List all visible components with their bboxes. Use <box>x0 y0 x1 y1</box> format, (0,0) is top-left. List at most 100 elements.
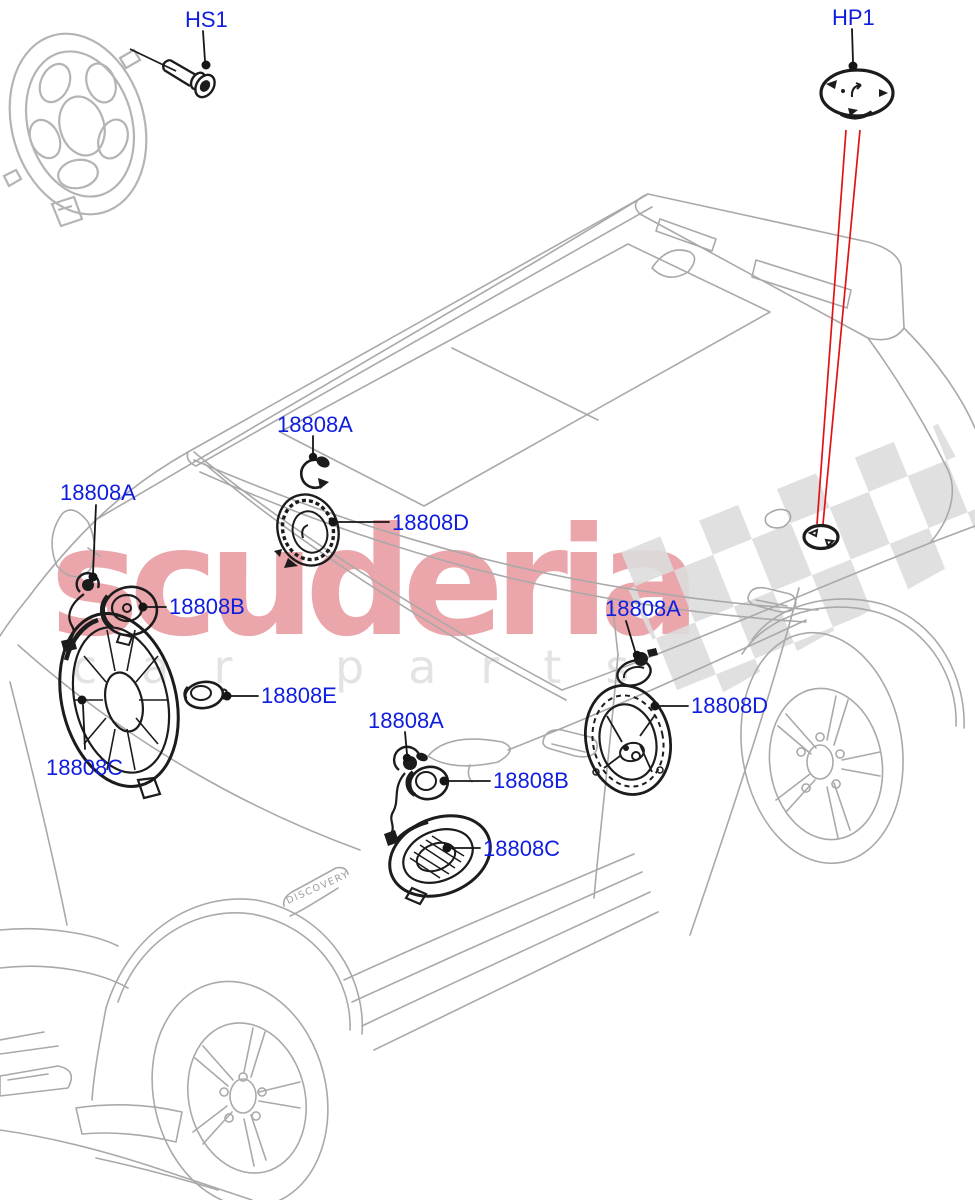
headlight <box>0 1065 73 1097</box>
a-right-inner-arc <box>622 666 645 679</box>
subwoofer-spoke-5 <box>85 62 117 104</box>
leader-dot <box>439 776 449 786</box>
b-mid-inner <box>415 771 437 791</box>
hp1-speaker-clips <box>826 80 888 116</box>
subwoofer-spoke-1 <box>97 118 129 160</box>
leader-dot <box>308 452 318 462</box>
front-wheel-spokes <box>192 1027 301 1167</box>
leader-line <box>82 704 86 750</box>
callout-18808a-top: 18808A <box>277 412 353 462</box>
rear-tire <box>740 631 904 865</box>
a-right-clip <box>647 648 658 657</box>
a-mid-clip <box>416 752 428 762</box>
hp1-speaker-part <box>819 68 895 120</box>
d-right-hub <box>619 741 645 763</box>
front-arch-front-edge <box>91 1007 107 1101</box>
callout-18808c-left: 18808C <box>46 695 123 780</box>
subwoofer-part <box>2 32 148 228</box>
callout-18808c-mid: 18808C <box>442 836 560 861</box>
leader-dot <box>650 701 660 711</box>
callout-label-18808c-mid[interactable]: 18808C <box>483 836 560 861</box>
b-left-dome <box>122 603 132 613</box>
leader-dot <box>442 843 452 853</box>
leader-line <box>202 30 206 62</box>
subwoofer-spoke-3 <box>28 118 62 160</box>
callout-label-18808b-mid[interactable]: 18808B <box>493 768 569 793</box>
a-mid-ring <box>392 745 422 771</box>
front-wheel-bolts <box>219 1072 267 1123</box>
subwoofer-inner-ring <box>24 50 136 198</box>
callout-label-18808a-top[interactable]: 18808A <box>277 412 353 437</box>
callout-label-18808d-top[interactable]: 18808D <box>392 510 469 535</box>
leader-dot <box>77 695 87 705</box>
rear-wheel-bolts <box>796 732 845 793</box>
spoiler-vent-slot-2 <box>655 218 717 252</box>
subwoofer-spoke-4 <box>38 62 72 104</box>
rear-wheel-arch-outer <box>751 598 965 729</box>
callout-label-hp1[interactable]: HP1 <box>832 5 875 30</box>
a-left-ring <box>75 571 100 593</box>
callout-label-hs1[interactable]: HS1 <box>185 7 228 32</box>
c-left-ring <box>71 626 171 774</box>
hp1-mount-location-marks <box>807 528 836 549</box>
callout-hp1: HP1 <box>832 5 875 71</box>
callout-label-18808e[interactable]: 18808E <box>261 683 337 708</box>
hood-front-edge <box>0 928 129 989</box>
cowl-line <box>0 518 98 637</box>
fender-front-edge <box>9 681 68 926</box>
callout-18808a-left: 18808A <box>60 480 136 582</box>
window-sill-line <box>507 619 807 751</box>
vehicle-line-art <box>0 193 975 1200</box>
leader-dot <box>632 650 642 660</box>
woofer-18808c-left-part <box>58 612 180 800</box>
shark-fin-antenna <box>651 249 696 278</box>
leader-dot <box>328 517 338 527</box>
callout-18808a-mid: 18808A <box>368 708 444 763</box>
hp1-locator-line-right <box>822 129 861 525</box>
sunroof-divider <box>451 347 599 421</box>
d-right-rim-ticks <box>591 694 665 788</box>
leader-line <box>625 620 636 652</box>
sunroof-outline <box>279 243 771 507</box>
leader-line <box>851 28 854 63</box>
c-mid-rim-shade <box>393 820 429 844</box>
callout-label-18808a-right[interactable]: 18808A <box>605 596 681 621</box>
hs1-screw-part <box>129 48 216 99</box>
leader-dot <box>201 60 211 70</box>
front-wheel-arch-outer <box>105 898 364 1035</box>
b-pillar <box>611 599 619 656</box>
screw-head-center <box>199 80 211 92</box>
front-tire <box>151 980 329 1200</box>
c-left-spokes <box>75 629 167 771</box>
d-top-wedges <box>274 549 298 568</box>
d-right-screw-1 <box>592 768 600 776</box>
hp1-locator <box>802 129 861 551</box>
c-left-hub <box>103 671 145 733</box>
d-right-outer <box>583 684 673 796</box>
roof-drip-rail-inner <box>193 459 819 611</box>
hp1-speaker-tab <box>840 110 874 120</box>
watermark-tagline-text: car parts <box>72 640 673 694</box>
a-top-blob <box>316 456 330 468</box>
callout-label-18808b-left[interactable]: 18808B <box>169 594 245 619</box>
subwoofer-spoke-2 <box>57 158 99 190</box>
a-pillar <box>96 451 189 520</box>
leader-line <box>92 504 97 574</box>
leader-dot <box>138 602 148 612</box>
callout-label-18808d-right[interactable]: 18808D <box>691 693 768 718</box>
d-right-screw-2 <box>656 766 664 774</box>
c-mid-tab <box>404 886 428 906</box>
callout-label-18808c-left[interactable]: 18808C <box>46 755 123 780</box>
hood-fender-line <box>17 644 361 851</box>
hp1-speaker-dimple <box>841 89 845 93</box>
a-mid-cable <box>390 772 406 835</box>
rear-door-seam <box>689 587 800 936</box>
a-right-base <box>616 659 652 687</box>
callout-18808b-mid: 18808B <box>439 768 569 793</box>
callout-label-18808a-left[interactable]: 18808A <box>60 480 136 505</box>
a-top-wedge <box>318 478 329 489</box>
rear-rim <box>768 687 884 841</box>
subwoofer-cone <box>58 95 106 157</box>
leader-dot <box>88 572 98 582</box>
callout-label-18808a-mid[interactable]: 18808A <box>368 708 444 733</box>
